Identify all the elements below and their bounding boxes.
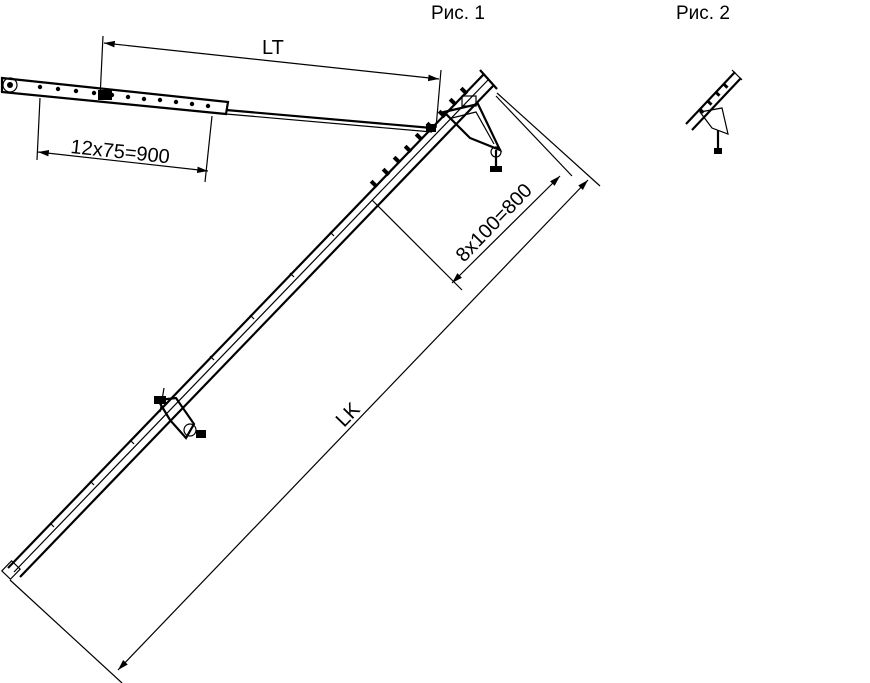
dimension-label-lt: LT bbox=[262, 37, 284, 59]
figure-2 bbox=[685, 69, 743, 154]
dimension-label-tie-holes: 12x75=900 bbox=[69, 136, 170, 168]
dimension-label-lk: LK bbox=[332, 398, 365, 431]
figure-2-caption: Рис. 2 bbox=[676, 3, 730, 24]
top-bracket bbox=[441, 95, 503, 172]
dimension-label-console-holes: 8x100=800 bbox=[452, 180, 537, 267]
dimension-lt: LT bbox=[99, 35, 442, 129]
dimension-lk: LK bbox=[9, 92, 601, 683]
figure-1-caption: Рис. 1 bbox=[431, 3, 485, 24]
figure-1: LT 12x75=900 8x100=800 LK bbox=[0, 35, 601, 683]
tie-rod bbox=[0, 76, 436, 133]
